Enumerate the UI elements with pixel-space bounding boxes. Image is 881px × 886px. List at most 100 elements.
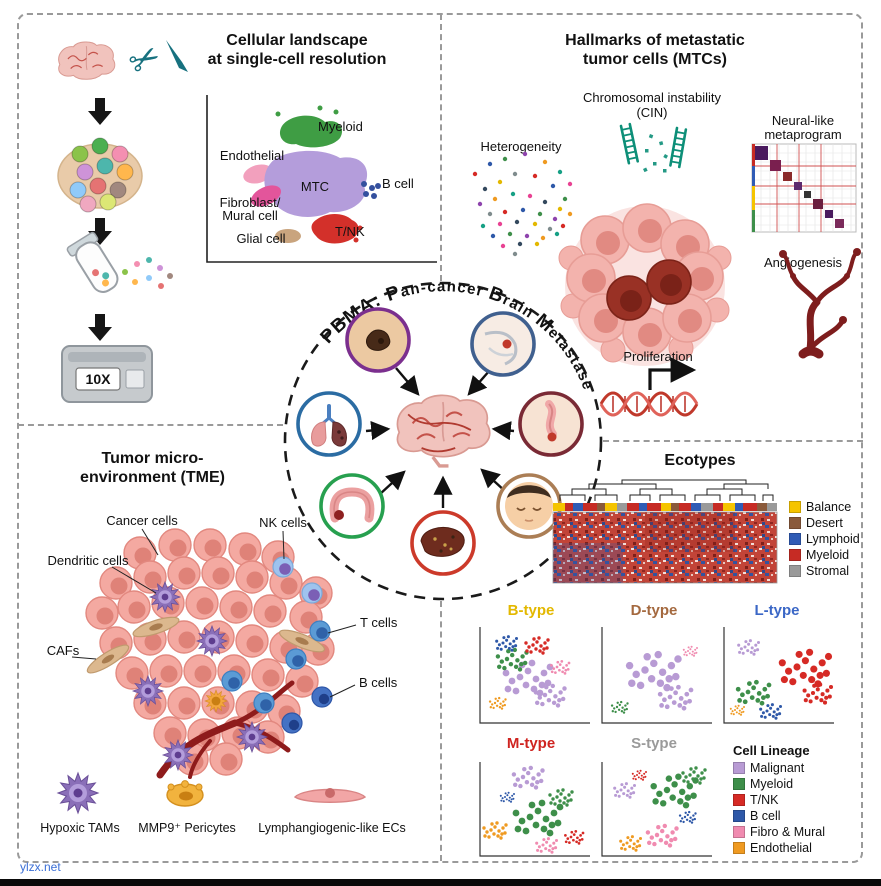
tme-label-cancer-cells: Cancer cells [106,513,178,528]
ecotype-heatmap-legend: Balance Desert Lymphoid Myeloid Stromal [789,500,860,578]
divider-horizontal-right [603,440,863,442]
neural-metaprogram-heatmap [751,143,857,233]
swatch-desert [789,517,801,529]
neural-label-2: metaprogram [764,127,841,142]
legend-label-balance: Balance [806,500,852,514]
title-tme-line1: Tumor micro- [101,450,204,467]
angiogenesis-label: Angiogenesis [764,255,843,270]
melanoma-icon [345,307,411,373]
label-d-type: D-type [630,602,678,619]
umap-label-bcell: B cell [382,176,414,191]
dashed-circle [283,281,603,601]
heatmap-body [552,511,778,584]
cell-lineage-title: Cell Lineage [733,743,810,758]
lineage-row-myeloid: Myeloid [733,777,825,791]
tme-label-t-cells: T cells [360,615,398,630]
umap-cluster-fibroblast [251,185,281,207]
lineage-label-malignant: Malignant [750,761,805,775]
neural-label-1: Neural-like [772,113,834,128]
umap-label-endothelial: Endothelial [220,148,284,163]
umap-cluster-mtc [264,150,368,217]
lineage-row-malignant: Malignant [733,761,825,775]
title-tme-line2: environment (TME) [80,468,225,486]
tme-label-nk-cells: NK cells [259,515,307,530]
ecotype-heatmap [552,479,778,584]
angiogenesis-icon [779,248,861,359]
title-ecotypes: Ecotypes [620,452,780,471]
umap-label-glial: Glial cell [236,231,285,246]
umap-cluster-glial [275,229,301,243]
tenx-device: 10X [61,345,153,403]
title-tme: Tumor micro- environment (TME) [40,450,265,488]
divider-vertical-bottom [440,601,442,861]
swatch-lineage-myeloid [733,778,745,790]
label-mmp9-pericytes: MMP9⁺ Pericytes [138,821,236,835]
cell-lineage-legend: Cell Lineage Malignant Myeloid T/NK B ce… [733,743,825,855]
tme-label-cafs: CAFs [47,643,80,658]
lineage-row-bcell: B cell [733,809,825,823]
title-hallmarks: Hallmarks of metastatic tumor cells (MTC… [530,32,780,70]
lineage-label-myeloid: Myeloid [750,777,794,791]
label-s-type: S-type [631,735,677,752]
colon-icon [319,473,385,539]
swatch-lymphoid [789,533,801,545]
legend-label-lymphoid: Lymphoid [806,532,860,546]
umap-label-myeloid: Myeloid [318,119,363,134]
umap-label-fibroblast-2: Mural cell [222,208,278,223]
central-brain-icon [396,394,491,468]
cin-label-2: (CIN) [636,105,667,120]
lineage-label-tnk: T/NK [750,793,779,807]
umap-cluster-myeloid [275,105,343,148]
label-hypoxic-tams: Hypoxic TAMs [40,821,119,835]
swatch-stromal [789,565,801,577]
lineage-label-endothelial: Endothelial [750,841,812,855]
legend-row-myeloid: Myeloid [789,548,860,562]
swatch-endothelial [733,842,745,854]
label-m-type: M-type [506,735,556,752]
bottom-bar [0,879,881,886]
tme-label-lines [71,528,357,698]
scalpel-icon [166,40,188,72]
tme-pericyte-cell [204,689,228,713]
tissue-sample-icon [57,137,143,213]
divider-vertical-top [440,14,442,281]
esophagus-icon [518,391,584,457]
heatmap-dendrogram [559,479,774,501]
liver-icon [410,510,476,576]
divider-horizontal-left [18,424,283,426]
organ-arrows [365,367,515,508]
mtc-tumor-cluster [558,203,732,366]
mmp9-pericyte-icon [166,780,204,807]
label-l-type: L-type [754,602,800,619]
tme-label-b-cells: B cells [359,675,398,690]
label-lymphangiogenic-ecs: Lymphangiogenic-like ECs [258,821,406,835]
pbma-center-wheel: PBMA: Pan-cancer Brain Metastases Atlas [268,266,603,601]
swatch-balance [789,501,801,513]
dissociation-tube-icon [66,231,173,293]
swatch-malignant [733,762,745,774]
umap-label-mtc: MTC [301,179,329,194]
umap-cluster-tnk [311,214,363,244]
single-cells-spray [122,257,173,289]
swatch-fibro [733,826,745,838]
title-cellular-landscape-line2: at single-cell resolution [207,50,387,68]
legend-row-desert: Desert [789,516,860,530]
title-hallmarks-line2: tumor cells (MTCs) [582,50,727,68]
title-hallmarks-line1: Hallmarks of metastatic [565,32,745,49]
lineage-row-fibro: Fibro & Mural [733,825,825,839]
legend-row-stromal: Stromal [789,564,860,578]
legend-row-lymphoid: Lymphoid [789,532,860,546]
panel-tme: Cancer cells NK cells Dendritic cells T … [40,513,406,835]
title-ecotypes-text: Ecotypes [664,452,736,469]
lineage-row-tnk: T/NK [733,793,825,807]
cin-label-1: Chromosomal instability [583,90,721,105]
lineage-label-fibro: Fibro & Mural [750,825,826,839]
title-cellular-landscape-line1: Cellular landscape [226,32,368,49]
swatch-bcell [733,810,745,822]
legend-label-myeloid: Myeloid [806,548,850,562]
proliferation-icon [599,357,699,417]
label-b-type: B-type [507,602,555,619]
watermark: ylzx.net [20,860,61,874]
tme-label-dendritic-cells: Dendritic cells [48,553,129,568]
